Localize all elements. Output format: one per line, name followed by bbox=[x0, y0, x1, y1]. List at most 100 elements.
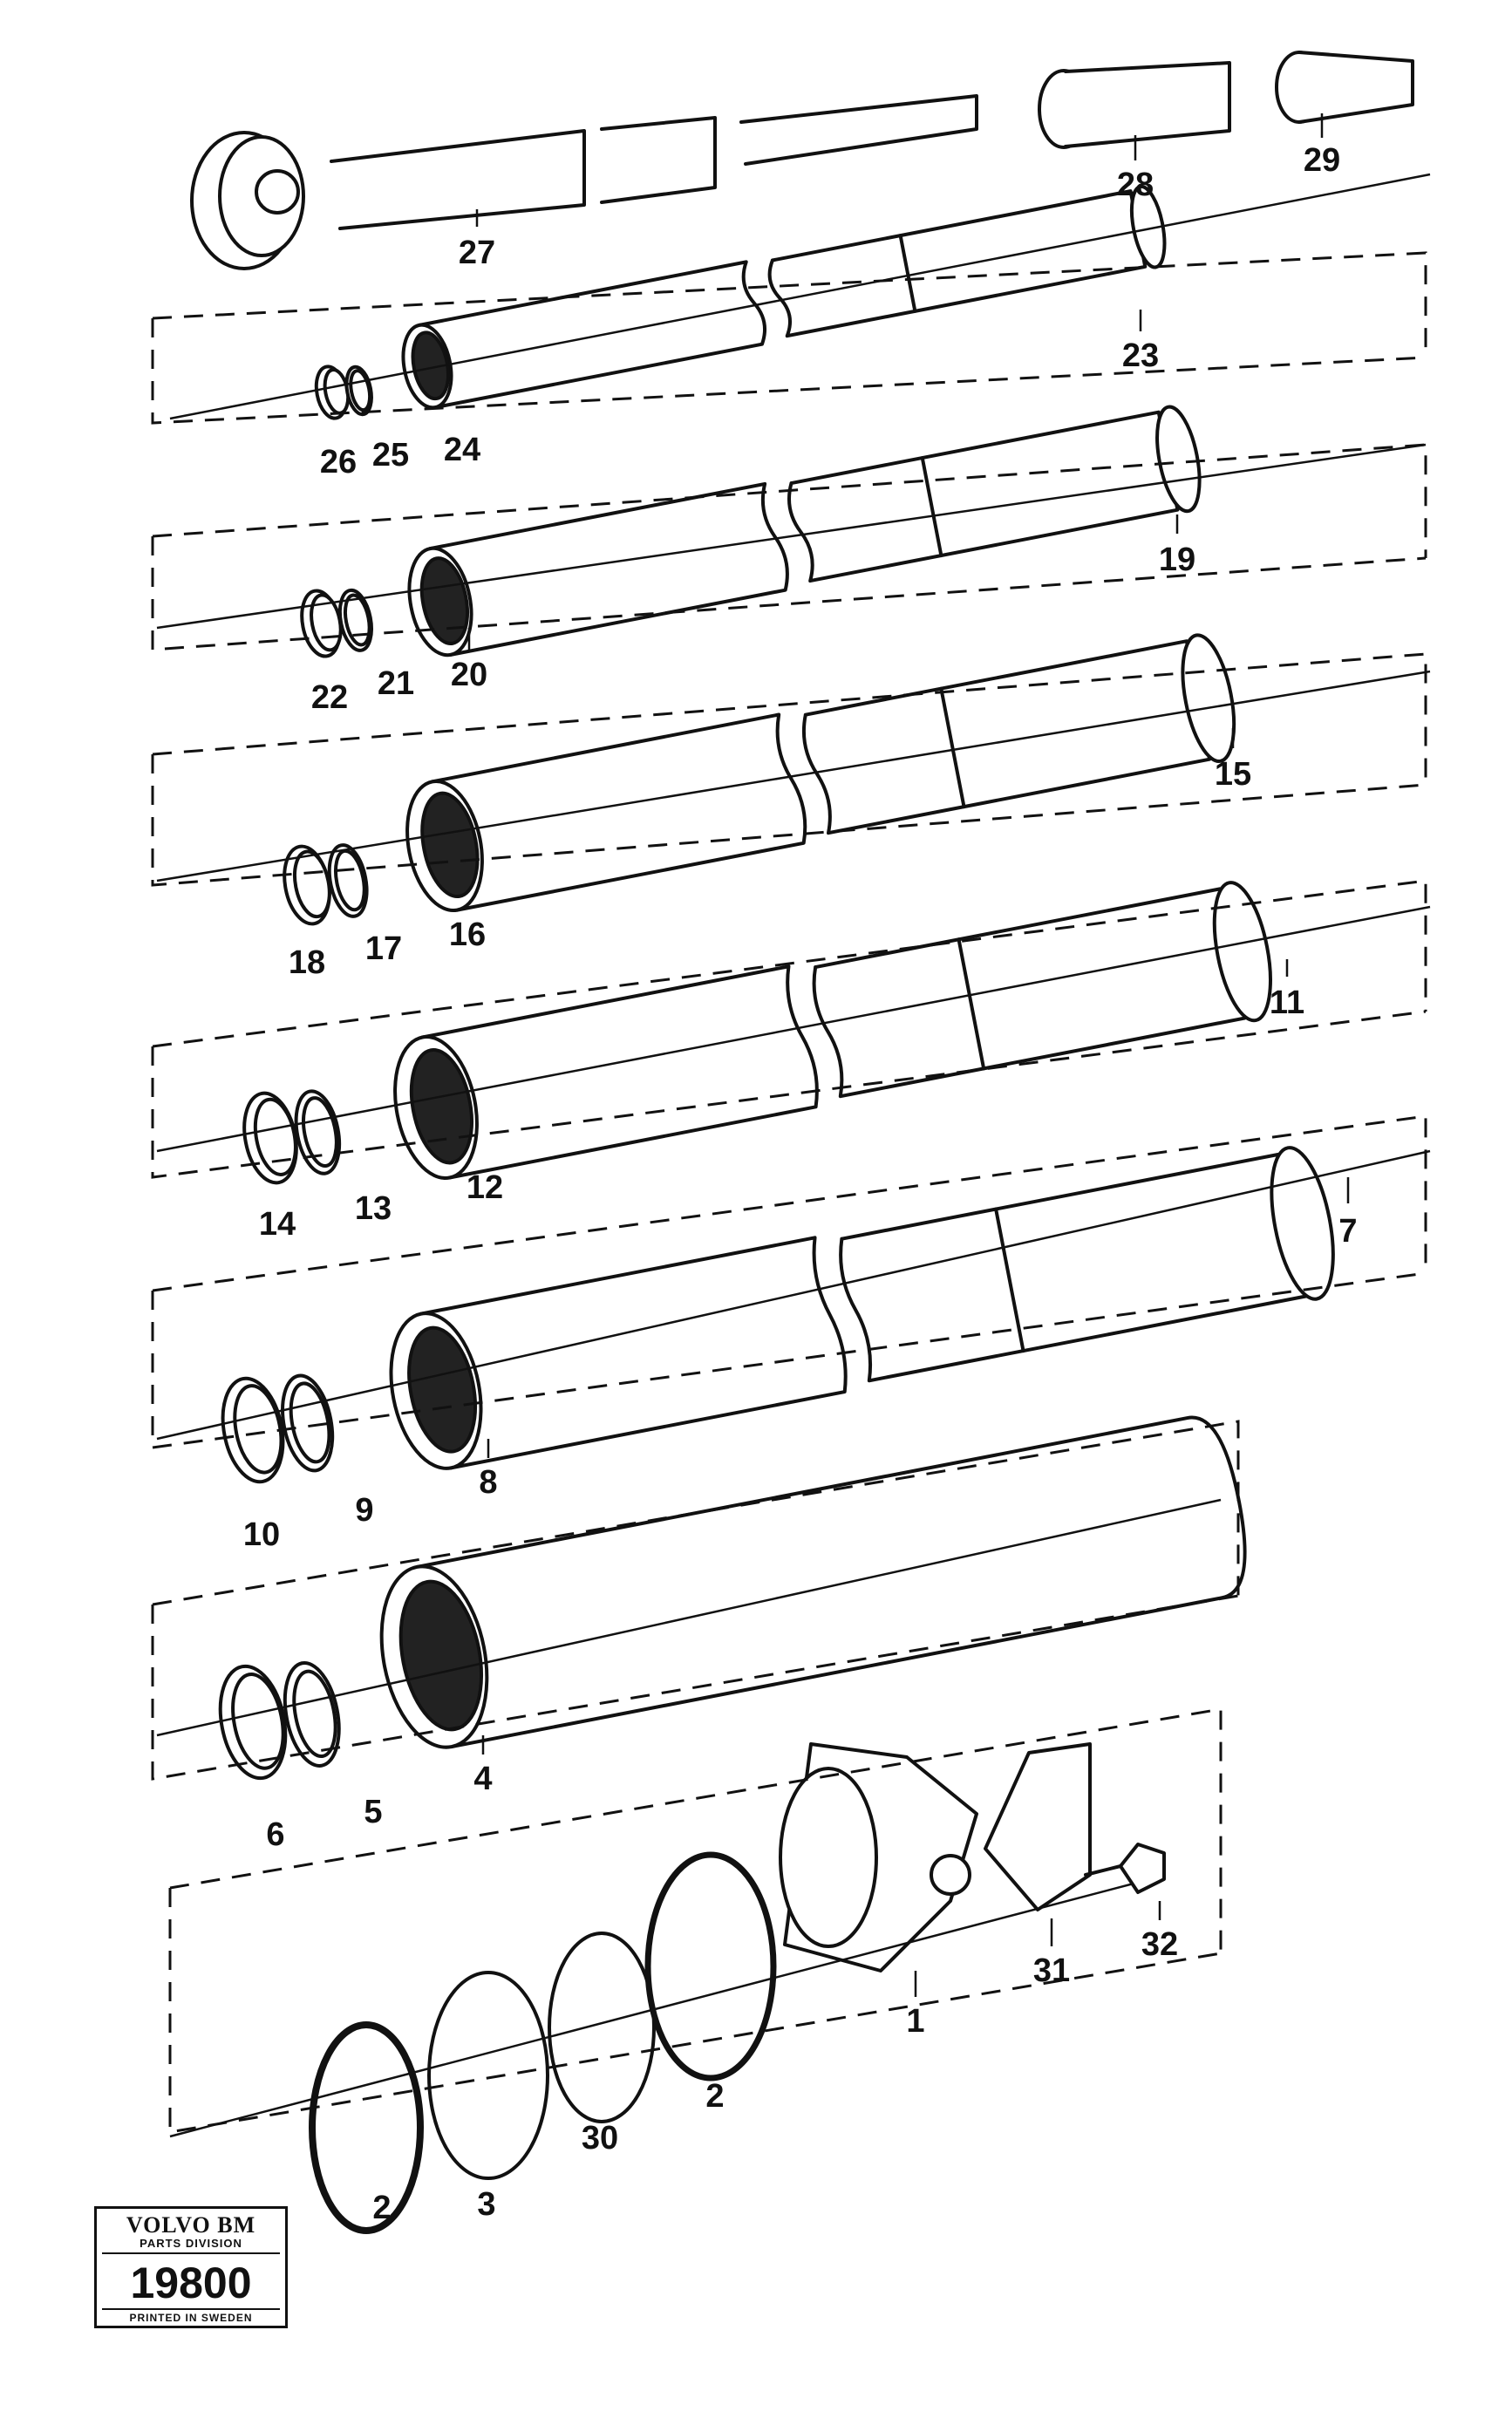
part-label-1: 1 bbox=[906, 2003, 925, 2040]
part-label-25: 25 bbox=[371, 437, 410, 474]
frame-outer bbox=[151, 1420, 1240, 1781]
stage-tube-8 bbox=[389, 1146, 1335, 1470]
stamp-divider bbox=[102, 2308, 280, 2310]
frame-stage-4 bbox=[151, 443, 1427, 651]
part-label-18: 18 bbox=[288, 944, 326, 981]
part-label-20: 20 bbox=[450, 657, 488, 693]
tube-seam bbox=[957, 937, 986, 1071]
part-label-14: 14 bbox=[258, 1206, 296, 1243]
o-ring-2b bbox=[644, 1851, 777, 2082]
assembly-axis bbox=[169, 1882, 1134, 2138]
tube-body bbox=[801, 639, 1212, 835]
stamp-brand: VOLVO BM bbox=[126, 2212, 256, 2238]
part-label-10: 10 bbox=[242, 1516, 281, 1553]
outer-body bbox=[415, 1415, 1247, 1749]
tube-body bbox=[420, 964, 819, 1180]
tube-seam bbox=[939, 686, 966, 809]
frame-stage-1 bbox=[151, 1114, 1427, 1449]
tube-bore bbox=[419, 556, 469, 645]
bolt-shank-32 bbox=[1084, 1864, 1122, 1877]
rod-shaft bbox=[330, 129, 586, 230]
part-label-9: 9 bbox=[355, 1492, 374, 1529]
seal-rings-18-17 bbox=[283, 843, 369, 926]
snap-ring-30 bbox=[548, 1932, 656, 2123]
tube-body bbox=[839, 1152, 1308, 1383]
part-label-29: 29 bbox=[1303, 142, 1341, 179]
tube-bore bbox=[409, 1048, 473, 1165]
part-label-11: 11 bbox=[1269, 985, 1305, 1021]
assembly-axis bbox=[156, 443, 1427, 630]
tube-bore bbox=[407, 1325, 477, 1454]
tube-body bbox=[417, 260, 766, 410]
plate-31 bbox=[984, 1742, 1092, 1911]
stamp-division: PARTS DIVISION bbox=[140, 2237, 242, 2250]
collar-ring bbox=[1181, 633, 1236, 764]
end-cap-eye bbox=[930, 1854, 971, 1896]
wiper-seal-inner bbox=[302, 1096, 338, 1169]
part-label-2b: 2 bbox=[372, 2190, 392, 2226]
part-label-30: 30 bbox=[581, 2120, 619, 2156]
stage-tube-20 bbox=[407, 405, 1202, 658]
piston-rod bbox=[190, 51, 1414, 270]
tube-seam bbox=[898, 234, 917, 313]
part-label-7: 7 bbox=[1338, 1213, 1358, 1250]
part-label-8: 8 bbox=[479, 1464, 498, 1501]
tube-bore bbox=[411, 330, 450, 401]
rod-shaft bbox=[600, 116, 717, 204]
stamp-printed: PRINTED IN SWEDEN bbox=[129, 2312, 253, 2324]
part-label-16: 16 bbox=[448, 916, 487, 953]
collar-ring bbox=[1270, 1146, 1335, 1301]
back-up-ring-3 bbox=[427, 1971, 549, 2180]
part-label-23: 23 bbox=[1121, 337, 1160, 374]
frame-stage-3 bbox=[151, 652, 1427, 887]
tube-seam bbox=[920, 456, 943, 558]
tube-body bbox=[430, 712, 807, 912]
part-label-5: 5 bbox=[364, 1794, 383, 1830]
part-label-22: 22 bbox=[310, 679, 349, 716]
assembly-axis bbox=[156, 1149, 1431, 1441]
part-label-4: 4 bbox=[473, 1761, 493, 1797]
tube-body bbox=[787, 410, 1180, 583]
seal-rings-22-21 bbox=[300, 588, 373, 658]
assembly-axis bbox=[156, 670, 1431, 882]
o-ring-2 bbox=[309, 2021, 424, 2234]
rod-eye-hole bbox=[255, 169, 300, 215]
guide-body-28 bbox=[1064, 61, 1231, 148]
tube-body bbox=[812, 887, 1247, 1099]
seal-rings-14-13 bbox=[242, 1089, 342, 1185]
wiper-seal-inner bbox=[343, 593, 371, 647]
part-label-13: 13 bbox=[354, 1190, 392, 1227]
frame-stage-5 bbox=[151, 251, 1427, 425]
outer-cylinder-4 bbox=[379, 1415, 1247, 1749]
part-label-17: 17 bbox=[364, 930, 403, 967]
seal-rings-6-5 bbox=[218, 1660, 341, 1781]
tube-seam bbox=[994, 1207, 1025, 1353]
parts-division-stamp: VOLVO BM PARTS DIVISION 19800 PRINTED IN… bbox=[94, 2206, 288, 2328]
tube-body bbox=[428, 481, 789, 657]
stamp-number: 19800 bbox=[130, 2259, 252, 2307]
seal-rings-26-25 bbox=[314, 365, 373, 420]
collar-ring bbox=[1212, 881, 1272, 1023]
part-label-28: 28 bbox=[1116, 167, 1154, 203]
rod-thin bbox=[739, 94, 978, 166]
part-label-24: 24 bbox=[443, 432, 481, 468]
part-label-21: 21 bbox=[377, 665, 415, 702]
tube-bore bbox=[420, 791, 480, 899]
tube-body bbox=[419, 1236, 848, 1470]
assembly-axis bbox=[156, 1498, 1222, 1737]
frame-end-cap bbox=[168, 1707, 1223, 2134]
part-label-27: 27 bbox=[458, 235, 496, 271]
part-label-19: 19 bbox=[1158, 542, 1196, 578]
end-cap-group bbox=[309, 1742, 1166, 2234]
part-label-15: 15 bbox=[1214, 756, 1252, 793]
bushing-inner bbox=[231, 1673, 285, 1770]
frame-stage-2 bbox=[151, 879, 1427, 1179]
part-label-26: 26 bbox=[319, 444, 358, 480]
part-label-32: 32 bbox=[1141, 1926, 1179, 1963]
assembly-axis bbox=[169, 173, 1431, 420]
bushing-inner bbox=[292, 849, 331, 919]
stage-tube-16 bbox=[405, 633, 1236, 913]
end-part-body-29 bbox=[1297, 51, 1414, 124]
